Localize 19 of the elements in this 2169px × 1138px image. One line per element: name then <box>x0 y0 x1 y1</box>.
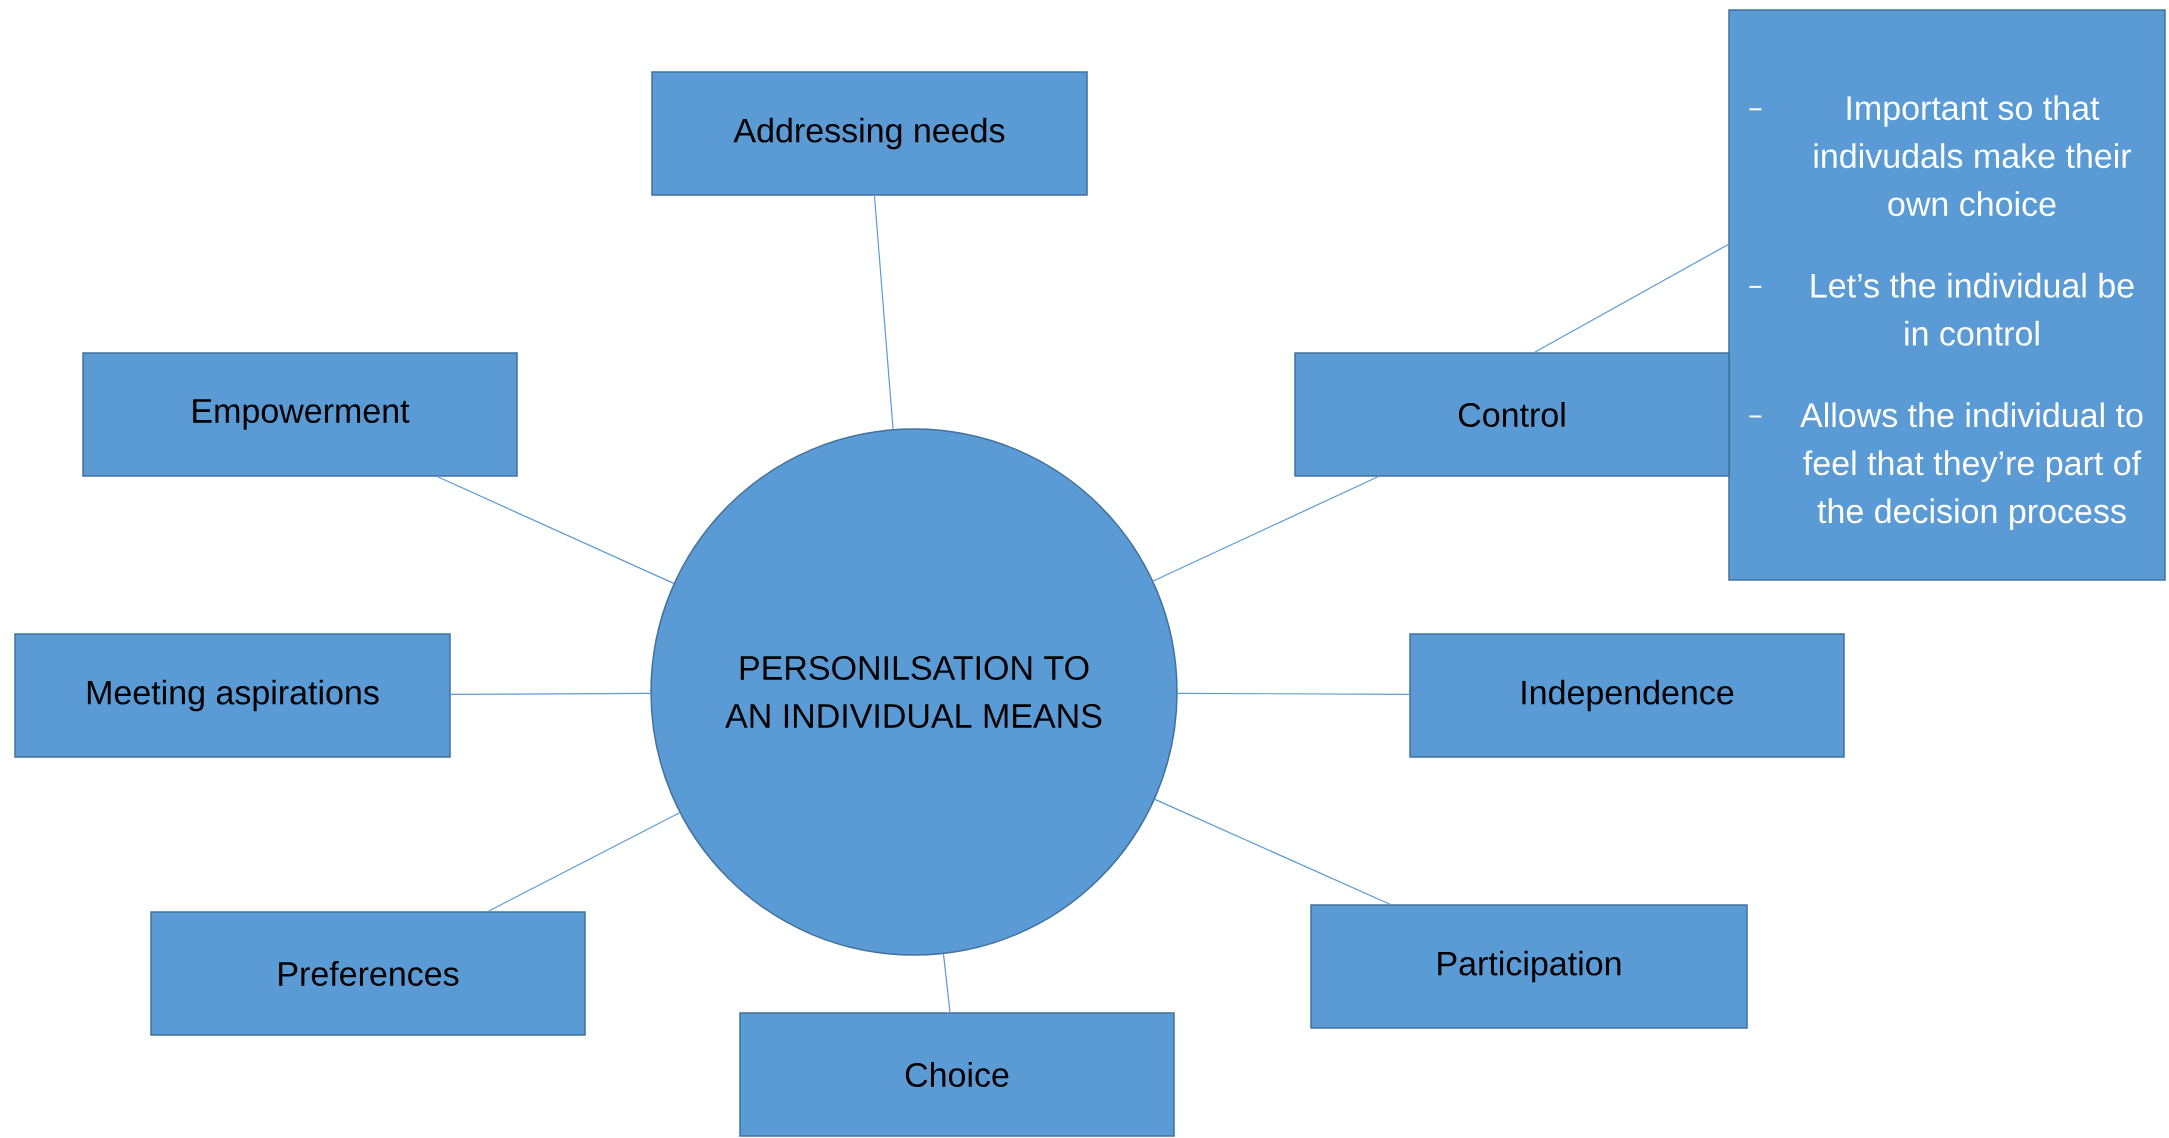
process-box: Meeting aspirations <box>14 633 451 758</box>
connector-line <box>487 812 681 912</box>
process-box: Addressing needs <box>651 71 1088 196</box>
process-box: Empowerment <box>82 352 518 477</box>
connector-line <box>873 195 894 430</box>
process-box: Control <box>1294 352 1730 477</box>
connector-line <box>1177 692 1410 696</box>
connector-line <box>1152 476 1379 582</box>
note-box: Important so that indivudals make their own choice Let’s the individual be in control Allows the individual to feel that they’re part of the decision process <box>1728 9 2166 581</box>
connector-line <box>942 953 951 1013</box>
process-box: Independence <box>1409 633 1845 758</box>
process-box: Choice <box>739 1012 1175 1137</box>
connector-line <box>450 692 651 695</box>
connector-line <box>1534 243 1729 353</box>
process-box: Preferences <box>150 911 586 1036</box>
process-box: Participation <box>1310 904 1748 1029</box>
circle-node: PERSONILSATION TO AN INDIVIDUAL MEANS <box>650 428 1178 956</box>
connector-line <box>437 476 675 584</box>
connector-line <box>1154 798 1391 905</box>
